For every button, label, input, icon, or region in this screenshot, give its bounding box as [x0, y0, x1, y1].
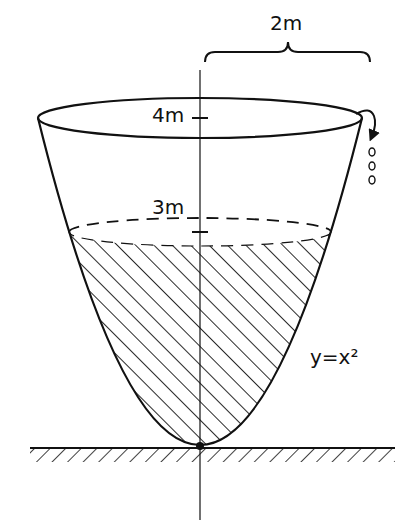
- height-label: 3m: [150, 196, 186, 219]
- water-drop: [369, 176, 375, 184]
- equation-label: y=x²: [308, 346, 360, 369]
- tank-rim: [38, 98, 362, 138]
- tick-mark: [192, 117, 208, 119]
- ground-line: [30, 447, 395, 449]
- water-drop: [369, 162, 375, 170]
- spout-arrow: [356, 110, 375, 136]
- tank-wall: [38, 118, 362, 445]
- ground-hatch: [30, 449, 395, 462]
- dimension-label: 2m: [268, 12, 304, 35]
- height-label: 4m: [150, 104, 186, 127]
- dimension-brace: [205, 42, 370, 62]
- tick-mark: [192, 231, 208, 233]
- water-drop: [369, 148, 375, 156]
